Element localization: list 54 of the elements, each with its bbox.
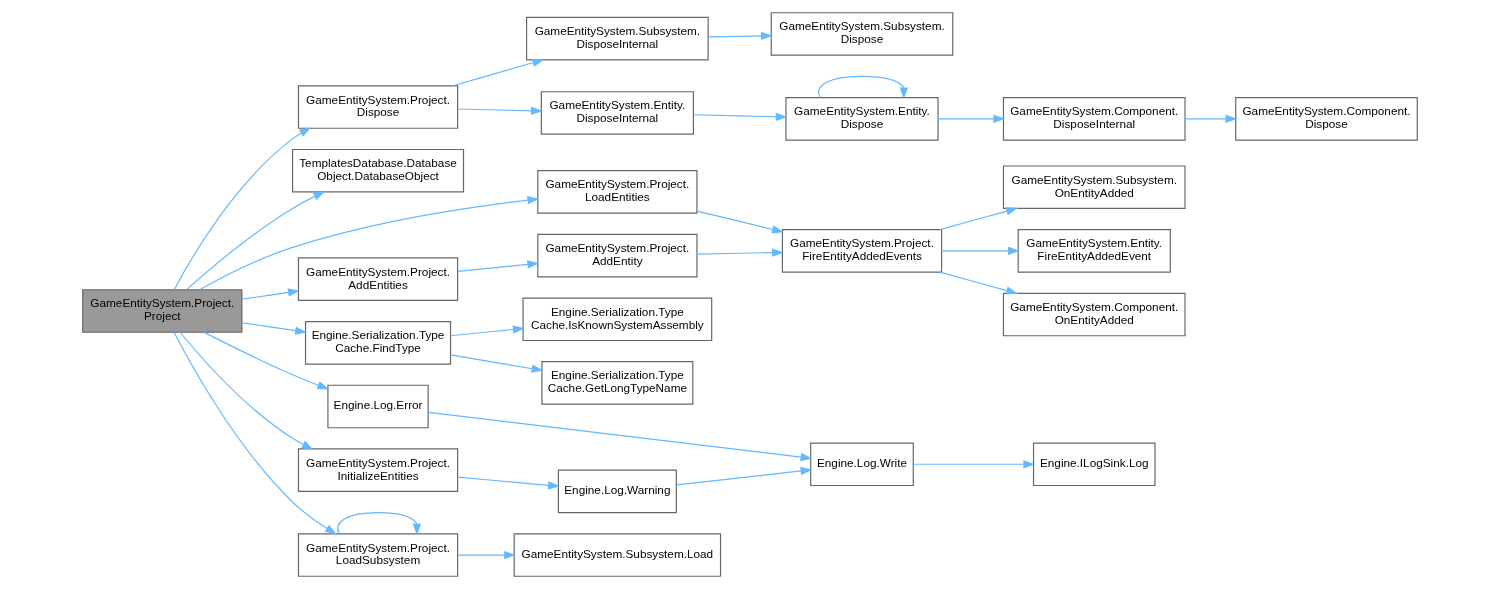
- arrow: [707, 31, 773, 41]
- arrow: [179, 331, 314, 450]
- arrow: [203, 331, 330, 390]
- arrow: [450, 354, 544, 373]
- node-box: Engine.ILogSink.Log: [1032, 442, 1156, 487]
- node-box: GameEntitySystem.Project. Dispose: [297, 85, 459, 129]
- arrow: [457, 476, 560, 490]
- arrow: [692, 112, 788, 121]
- node-box: GameEntitySystem.Project. Project: [82, 289, 243, 333]
- node-box: Engine.Log.Write: [810, 442, 914, 487]
- node-box: GameEntitySystem.Project. LoadSubsystem: [297, 533, 459, 577]
- arrow: [241, 288, 300, 300]
- arrow: [452, 58, 545, 87]
- arrow: [450, 325, 525, 337]
- node-box: GameEntitySystem.Subsystem. Dispose: [770, 12, 954, 56]
- node-box: GameEntitySystem.Project. FireEntityAddedEvents: [781, 229, 943, 273]
- arrow: [696, 210, 784, 234]
- node-box: GameEntitySystem.Project. AddEntity: [537, 233, 698, 278]
- node-box: GameEntitySystem.Entity. FireEntityAddedEvent: [1017, 229, 1171, 273]
- node-box: GameEntitySystem.Entity. Dispose: [785, 97, 939, 141]
- arrow: [457, 260, 540, 272]
- node-box: GameEntitySystem.Component. OnEntityAdded: [1002, 292, 1186, 337]
- node-box: TemplatesDatabase.Database Object.DatabaseObject: [292, 148, 465, 193]
- node-box: GameEntitySystem.Project. LoadEntities: [537, 170, 698, 214]
- arrow: [939, 207, 1018, 231]
- arrow: [676, 466, 813, 486]
- node-box: GameEntitySystem.Component. Dispose: [1235, 97, 1418, 141]
- arrow: [1184, 114, 1238, 123]
- arrow: [173, 331, 337, 535]
- arrow: [457, 550, 516, 560]
- node-box: GameEntitySystem.Project. AddEntities: [297, 257, 459, 301]
- node-box: Engine.Log.Error: [327, 384, 429, 429]
- arrow: [941, 246, 1020, 255]
- node-box: Engine.Serialization.Type Cache.IsKnownSystemAssembly: [522, 297, 713, 342]
- node-box: GameEntitySystem.Entity. DisposeInternal: [540, 91, 694, 135]
- arrow: [913, 460, 1036, 469]
- arrow: [937, 114, 1006, 123]
- arrow: [939, 271, 1018, 295]
- arrow: [186, 191, 326, 290]
- arrow: [457, 106, 543, 115]
- node-box: Engine.Log.Warning: [557, 469, 677, 514]
- node-box: Engine.Serialization.Type Cache.FindType: [304, 321, 452, 365]
- node-box: GameEntitySystem.Project. InitializeEntities: [297, 448, 459, 492]
- node-box: GameEntitySystem.Subsystem. DisposeInternal: [526, 16, 709, 61]
- node-box: GameEntitySystem.Subsystem. OnEntityAdded: [1002, 165, 1186, 210]
- node-box: Engine.Serialization.Type Cache.GetLongTypeName: [541, 361, 694, 405]
- arrow: [241, 322, 307, 335]
- arrow: [198, 196, 540, 291]
- arrow: [337, 512, 422, 536]
- node-box: GameEntitySystem.Subsystem.Load: [513, 533, 722, 577]
- node-box: GameEntitySystem.Component. DisposeInternal: [1002, 97, 1186, 141]
- arrow: [173, 127, 312, 290]
- arrow: [696, 248, 784, 257]
- arrow: [427, 411, 813, 462]
